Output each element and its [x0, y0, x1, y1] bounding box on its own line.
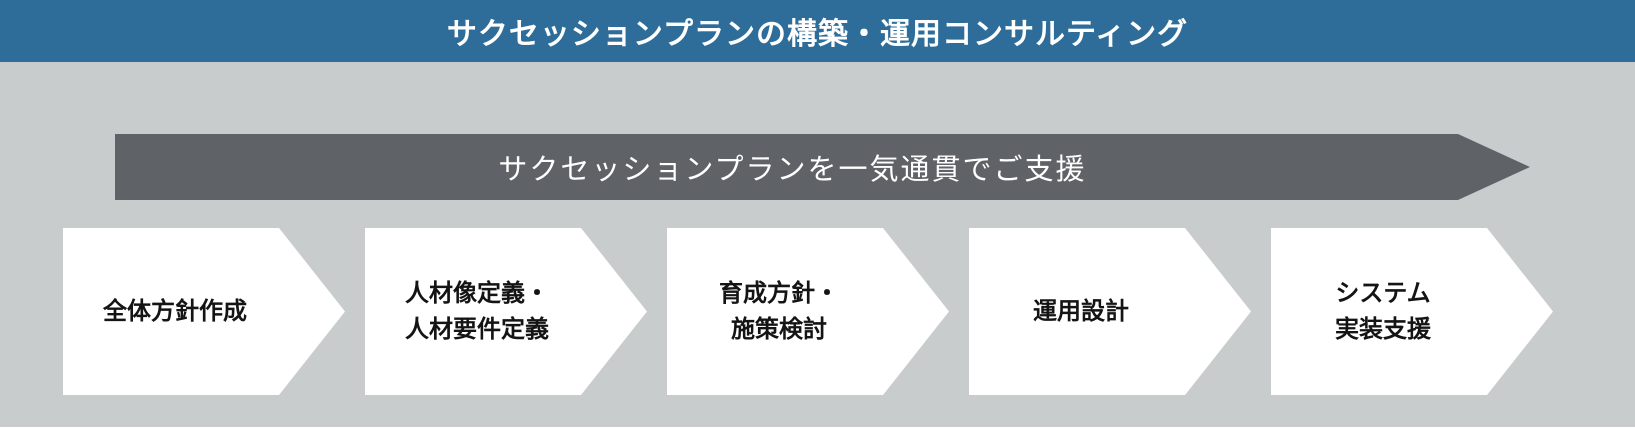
footer-strip	[0, 427, 1635, 444]
step-label: 人材像定義・ 人材要件定義	[405, 279, 549, 343]
step-arrow-talent-definition: 人材像定義・ 人材要件定義	[365, 228, 647, 395]
support-banner-arrow: サクセッションプランを一気通貫でご支援	[115, 134, 1530, 200]
diagram-area: サクセッションプランを一気通貫でご支援 全体方針作成 人材像定義・ 人材要件定義…	[0, 62, 1635, 427]
step-label: 全体方針作成	[103, 297, 247, 325]
support-banner-label: サクセッションプランを一気通貫でご支援	[498, 154, 1087, 186]
header-bar: サクセッションプランの構築・運用コンサルティング	[0, 0, 1635, 62]
step-arrow-development-policy: 育成方針・ 施策検討	[667, 228, 949, 395]
process-steps-row: 全体方針作成 人材像定義・ 人材要件定義 育成方針・ 施策検討 運用設計 システ…	[63, 228, 1555, 395]
step-arrow-operation-design: 運用設計	[969, 228, 1251, 395]
step-label: 育成方針・ 施策検討	[719, 279, 839, 343]
step-label: システム 実装支援	[1335, 279, 1431, 343]
step-label: 運用設計	[1033, 297, 1129, 325]
step-arrow-system-implementation: システム 実装支援	[1271, 228, 1553, 395]
step-arrow-overall-policy: 全体方針作成	[63, 228, 345, 395]
page-title: サクセッションプランの構築・運用コンサルティング	[446, 18, 1189, 51]
